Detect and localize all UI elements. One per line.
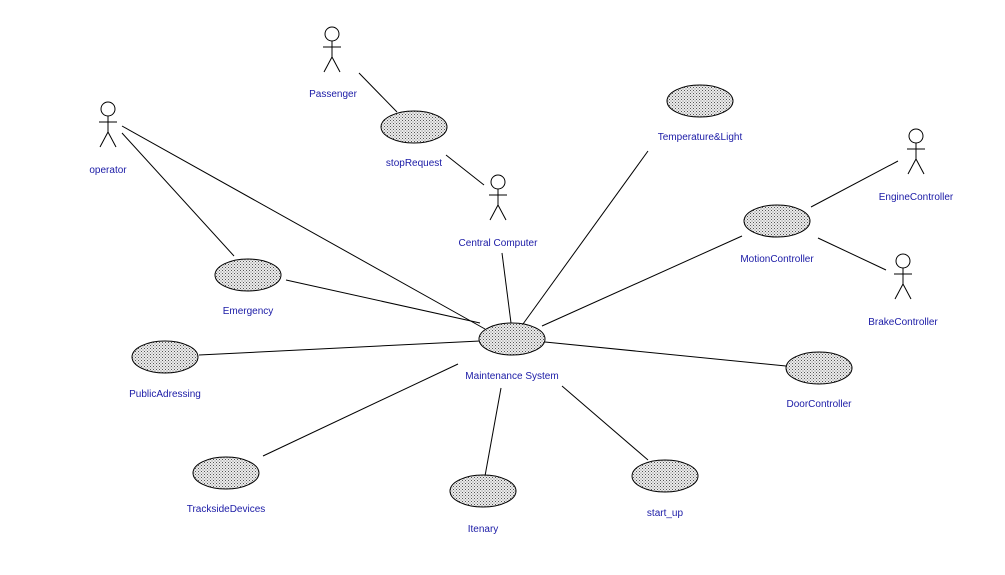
use-case-label: stopRequest [386, 158, 442, 169]
actor-brake-controller[interactable]: BrakeController [868, 253, 938, 328]
use-case-ellipse [449, 474, 517, 508]
use-case-label: Maintenance System [465, 371, 558, 382]
actor-label: operator [89, 165, 127, 176]
use-case-label: PublicAdressing [129, 389, 201, 400]
association-brake-controller-motion-controller [817, 237, 887, 271]
actor-stick-figure-icon [489, 174, 507, 221]
association-central-computer-maintenance-system [501, 252, 512, 324]
use-case-temperature-light[interactable]: Temperature&Light [658, 84, 743, 143]
use-case-label: TracksideDevices [187, 504, 266, 515]
actor-label: EngineController [879, 192, 954, 203]
association-motion-controller-maintenance-system [541, 235, 743, 327]
use-case-ellipse [631, 459, 699, 493]
use-case-label: Temperature&Light [658, 132, 743, 143]
use-case-ellipse [666, 84, 734, 118]
association-stop-request-central-computer [445, 154, 485, 186]
use-case-stop-request[interactable]: stopRequest [380, 110, 448, 169]
use-case-ellipse [380, 110, 448, 144]
use-case-door-controller[interactable]: DoorController [785, 351, 853, 410]
use-case-ellipse [214, 258, 282, 292]
actor-label: BrakeController [868, 317, 938, 328]
association-itenary-maintenance-system [484, 387, 502, 477]
use-case-public-adressing[interactable]: PublicAdressing [129, 340, 201, 400]
association-start-up-maintenance-system [561, 385, 649, 461]
association-door-controller-maintenance-system [544, 341, 787, 367]
association-emergency-maintenance-system [285, 279, 481, 324]
use-case-label: MotionController [740, 254, 814, 265]
actor-central-computer[interactable]: Central Computer [459, 174, 539, 249]
associations [121, 72, 899, 477]
association-trackside-devices-maintenance-system [262, 363, 459, 457]
use-case-label: start_up [647, 508, 684, 519]
use-case-ellipse [131, 340, 199, 374]
association-engine-controller-motion-controller [810, 160, 899, 208]
actor-passenger[interactable]: Passenger [309, 26, 358, 100]
diagram-elements: stopRequest Temperature&LightMotionContro… [89, 26, 954, 535]
actor-label: Central Computer [459, 238, 539, 249]
association-public-adressing-maintenance-system [198, 340, 481, 356]
use-case-itenary[interactable]: Itenary [449, 474, 517, 535]
use-case-ellipse [743, 204, 811, 238]
use-case-motion-controller[interactable]: MotionController [740, 204, 814, 265]
actor-engine-controller[interactable]: EngineController [879, 128, 954, 203]
use-case-label: Itenary [468, 524, 499, 535]
use-case-ellipse [478, 322, 546, 356]
use-case-ellipse [785, 351, 853, 385]
use-case-trackside-devices[interactable]: TracksideDevices [187, 456, 266, 515]
actor-label: Passenger [309, 89, 357, 100]
actor-stick-figure-icon [894, 253, 912, 300]
use-case-maintenance-system[interactable]: Maintenance System [465, 322, 559, 382]
actor-stick-figure-icon [99, 101, 117, 148]
actor-operator[interactable]: operator [89, 101, 127, 176]
use-case-label: DoorController [786, 399, 852, 410]
use-case-emergency[interactable]: Emergency [214, 258, 282, 317]
actor-stick-figure-icon [323, 26, 341, 73]
association-temperature-light-maintenance-system [522, 150, 649, 325]
association-operator-maintenance-system [121, 125, 486, 330]
association-operator-emergency [121, 132, 235, 257]
association-passenger-stop-request [358, 72, 398, 113]
use-case-label: Emergency [223, 306, 274, 317]
use-case-start-up[interactable]: start_up [631, 459, 699, 519]
use-case-ellipse [192, 456, 260, 490]
actor-stick-figure-icon [907, 128, 925, 175]
